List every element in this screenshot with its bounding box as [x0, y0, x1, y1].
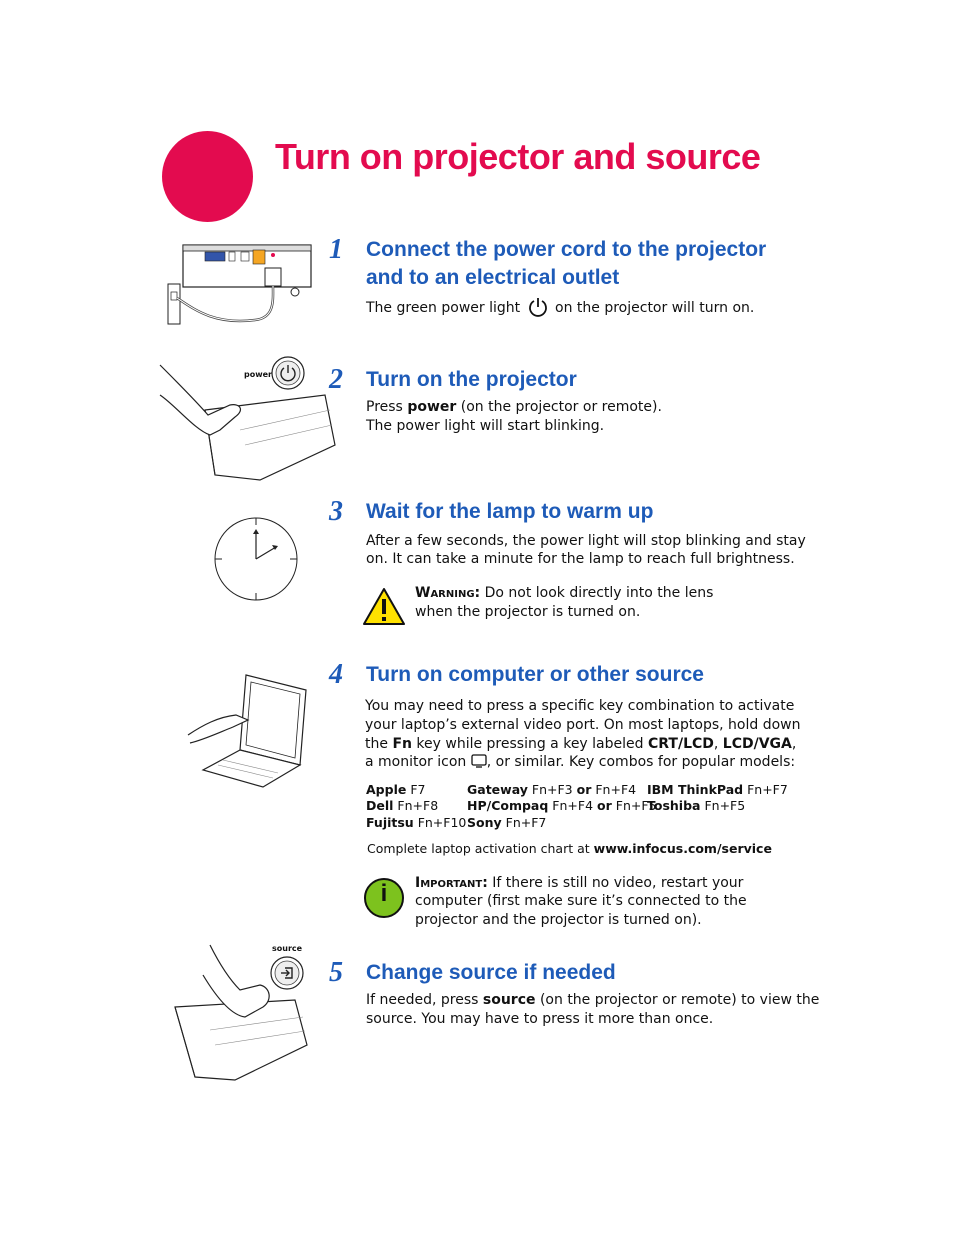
important-label: Important:	[415, 875, 488, 891]
step-4-line-3: the Fn key while pressing a key labeled …	[365, 735, 796, 754]
step-2-power-key: power	[407, 399, 457, 415]
combo-brand: HP/Compaq	[467, 798, 549, 813]
step-4-line-4: a monitor icon , or similar. Key combos …	[365, 753, 795, 772]
step-5-line-1-a: If needed, press	[366, 992, 479, 1008]
combo-apple: Apple F7	[366, 781, 425, 798]
step-2-line-2: The power light will start blinking.	[366, 418, 605, 434]
step-4-line-4-b: , or similar. Key combos for popular mod…	[486, 754, 796, 770]
projector-power-illustration	[167, 244, 312, 325]
important-line-3: projector and the projector is turned on…	[415, 912, 702, 928]
step-4-line-2: your laptop’s external video port. On mo…	[365, 717, 801, 733]
combo-brand: Fujitsu	[366, 815, 414, 830]
combo-keys: F7	[410, 782, 426, 797]
warning-icon	[363, 588, 405, 625]
combo-hp-compaq: HP/Compaq Fn+F4 or Fn+F5	[467, 797, 657, 814]
step-2-number: 2	[329, 364, 343, 395]
combo-brand: Apple	[366, 782, 407, 797]
power-label: power	[244, 370, 272, 379]
lcd-vga-key: LCD/VGA	[722, 736, 792, 752]
warning-label: Warning:	[415, 585, 481, 601]
combo-keys-2: Fn+F4	[595, 782, 637, 797]
step-5-heading: Change source if needed	[366, 961, 616, 984]
hand-press-source-illustration	[174, 944, 308, 1081]
section-marker-circle	[162, 131, 253, 222]
source-label: source	[272, 944, 303, 953]
step-4-line-4-a: a monitor icon	[365, 754, 467, 770]
step-2-press: Press	[366, 399, 403, 415]
combo-brand: Gateway	[467, 782, 528, 797]
combo-keys: Fn+F10	[417, 815, 467, 830]
combo-or: or	[576, 782, 592, 797]
info-icon-letter: i	[380, 880, 388, 907]
combo-brand: Toshiba	[647, 798, 701, 813]
monitor-icon	[471, 754, 487, 768]
step-5-number: 5	[329, 957, 343, 988]
step-4-line-3-a: the	[365, 736, 388, 752]
important-text-1: If there is still no video, restart your	[492, 875, 744, 891]
activation-chart-text: Complete laptop activation chart at	[367, 841, 590, 856]
combo-keys: Fn+F5	[704, 798, 746, 813]
step-5-line-1: If needed, press source (on the projecto…	[366, 991, 819, 1010]
step-1-text-before: The green power light	[366, 300, 521, 316]
step-3-line-1: After a few seconds, the power light wil…	[366, 533, 806, 549]
source-key: source	[482, 992, 536, 1008]
combo-dell: Dell Fn+F8	[366, 797, 438, 814]
activation-chart-line: Complete laptop activation chart at www.…	[367, 841, 772, 856]
page-title: Turn on projector and source	[275, 136, 761, 177]
combo-keys: Fn+F4	[552, 798, 594, 813]
important-line-1: Important: If there is still no video, r…	[415, 874, 743, 893]
step-4-line-3-b: key while pressing a key labeled	[416, 736, 644, 752]
clock-icon	[214, 517, 298, 601]
laptop-illustration	[187, 674, 307, 788]
info-icon	[364, 878, 404, 918]
combo-brand: Sony	[467, 815, 502, 830]
warning-line-1: Warning: Do not look directly into the l…	[415, 584, 713, 603]
combo-toshiba: Toshiba Fn+F5	[647, 797, 745, 814]
combo-keys: Fn+F7	[747, 782, 788, 797]
power-icon	[528, 298, 547, 317]
step-1-number: 1	[329, 234, 343, 265]
step-3-line-2: on. It can take a minute for the lamp to…	[366, 551, 795, 567]
step-5-line-2: source. You may have to press it more th…	[366, 1011, 714, 1027]
warning-line-2: when the projector is turned on.	[415, 604, 641, 620]
combo-keys: Fn+F8	[397, 798, 439, 813]
step-1-text-after: on the projector will turn on.	[555, 300, 755, 316]
step-1-text: The green power light on the projector w…	[366, 296, 754, 318]
combo-ibm-thinkpad: IBM ThinkPad Fn+F7	[647, 781, 788, 798]
step-4-heading: Turn on computer or other source	[366, 663, 704, 686]
step-4-sep: ,	[713, 736, 719, 752]
step-5-line-1-b: (on the projector or remote) to view the	[539, 992, 820, 1008]
combo-sony: Sony Fn+F7	[467, 814, 546, 831]
activation-chart-link[interactable]: www.infocus.com/service	[593, 841, 772, 856]
step-2-press-rest: (on the projector or remote).	[460, 399, 662, 415]
crt-lcd-key: CRT/LCD	[647, 736, 714, 752]
combo-keys-2: Fn+F5	[615, 798, 657, 813]
warning-text-1: Do not look directly into the lens	[484, 585, 714, 601]
step-4-number: 4	[329, 659, 343, 690]
step-3-heading: Wait for the lamp to warm up	[366, 500, 654, 523]
combo-gateway: Gateway Fn+F3 or Fn+F4	[467, 781, 636, 798]
step-3-number: 3	[329, 496, 343, 527]
combo-brand: Dell	[366, 798, 394, 813]
hand-press-power-illustration	[159, 356, 336, 481]
step-1-heading-line-2: and to an electrical outlet	[366, 266, 620, 289]
fn-key: Fn	[392, 736, 412, 752]
important-line-2: computer (first make sure it’s connected…	[415, 893, 747, 909]
step-2-line-1: Press power (on the projector or remote)…	[366, 398, 662, 417]
combo-brand: IBM ThinkPad	[647, 782, 744, 797]
combo-keys: Fn+F7	[505, 815, 547, 830]
combo-fujitsu: Fujitsu Fn+F10	[366, 814, 466, 831]
step-4-end: ,	[791, 736, 797, 752]
step-2-heading: Turn on the projector	[366, 368, 577, 391]
step-1-heading-line-1: Connect the power cord to the projector	[366, 238, 767, 261]
combo-keys: Fn+F3	[531, 782, 573, 797]
source-icon	[281, 967, 293, 979]
combo-or: or	[597, 798, 612, 813]
step-4-line-1: You may need to press a specific key com…	[365, 698, 795, 714]
